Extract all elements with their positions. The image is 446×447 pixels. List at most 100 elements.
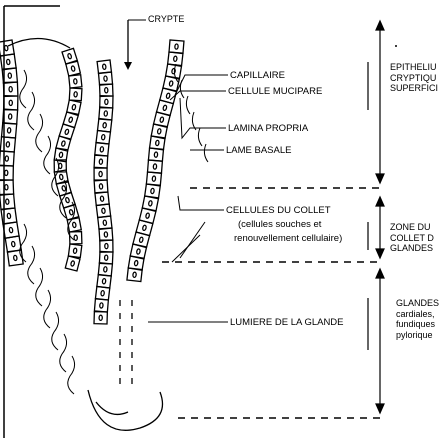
gland-inner-cell xyxy=(94,312,107,324)
gland-wall-cell-nucleus xyxy=(163,105,167,111)
capillary-fibre xyxy=(204,144,208,162)
gland-wall-cell-nucleus xyxy=(136,249,140,255)
lamina-fibre xyxy=(20,70,27,108)
gland-inner-cell xyxy=(95,286,109,300)
capillary-fibre xyxy=(198,128,202,146)
gland-wall xyxy=(88,40,184,430)
left-epithelial-cell-nucleus xyxy=(7,128,11,133)
left-epithelial-cell xyxy=(4,96,18,110)
left-epithelial-cell-nucleus xyxy=(6,59,10,65)
gland-inner-cell xyxy=(94,155,108,168)
gland-wall-cell-nucleus xyxy=(134,260,138,266)
gland-wall-cell-nucleus xyxy=(157,128,161,134)
left-epithelial-cell xyxy=(0,137,15,152)
gland-inner-cell-nucleus xyxy=(102,208,106,214)
left-inner-cell-nucleus xyxy=(71,66,75,72)
gland-inner-cell-nucleus xyxy=(102,278,106,284)
gland-wall-cell-nucleus xyxy=(154,152,158,157)
gland-wall-cell xyxy=(169,40,184,53)
gland-inner-cell-nucleus xyxy=(104,76,108,81)
gland-inner-cell xyxy=(98,263,112,276)
left-epithelial-cell-nucleus xyxy=(5,156,9,161)
left-epithelial-cell-nucleus xyxy=(5,170,8,175)
left-surface-line xyxy=(8,38,70,48)
gland-inner-cell xyxy=(94,168,107,180)
left-inner-cell-nucleus xyxy=(59,152,63,158)
left-inner-cell-nucleus xyxy=(59,174,63,180)
zone-epithelium-line-3: SUPERFICI xyxy=(390,83,446,94)
left-inner-cell-nucleus xyxy=(74,92,78,97)
gland-wall-cell-nucleus xyxy=(173,56,177,62)
gland-wall-cell-nucleus xyxy=(152,176,156,181)
left-epithelial-cell-nucleus xyxy=(13,255,17,261)
lamina-fibre xyxy=(28,246,35,284)
gland-wall-cell-nucleus xyxy=(169,81,173,87)
left-epithelial-cell-nucleus xyxy=(9,227,13,233)
left-epithelial-cell xyxy=(0,151,14,166)
lamina-fibre xyxy=(28,92,35,130)
gland-wall-cell-nucleus xyxy=(133,272,137,278)
left-epithelial-cell-nucleus xyxy=(8,114,12,119)
left-inner-cell-nucleus xyxy=(70,261,74,267)
gland-inner-cell xyxy=(94,299,108,312)
lamina-fibre xyxy=(60,334,67,372)
gland-base-inner xyxy=(96,402,128,414)
gland-inner-cell xyxy=(96,204,110,218)
zone-glandes-line-3: fundiques xyxy=(396,319,446,330)
left-inner-cell-nucleus xyxy=(69,209,74,215)
left-inner-cell-nucleus xyxy=(62,185,66,191)
left-inner-cell xyxy=(68,244,81,258)
zone-collet: ZONE DU COLLET D GLANDES xyxy=(390,222,446,254)
gland-inner-cell xyxy=(99,107,113,120)
zone-glandes-line-4: pylorique xyxy=(396,330,446,341)
left-epithelial-cell-nucleus xyxy=(5,185,8,190)
left-inner-cell-nucleus xyxy=(72,104,76,110)
gland-wall-cell-nucleus xyxy=(151,188,155,194)
left-epithelial-cell xyxy=(3,82,17,96)
gland-inner-cell xyxy=(97,274,111,288)
label-lame-basale: LAME BASALE xyxy=(226,145,291,156)
gland-base-line xyxy=(88,390,163,430)
left-inner-cell xyxy=(69,88,82,101)
capillary-fibre xyxy=(186,96,190,114)
zone-glandes-line-1: GLANDES xyxy=(396,298,446,309)
gland-wall-cell-nucleus xyxy=(139,237,143,243)
gland-inner-cell xyxy=(97,60,111,74)
gland-inner-cell xyxy=(99,251,113,264)
gland-inner-cell-nucleus xyxy=(105,99,108,104)
gland-inner-cell xyxy=(98,72,112,85)
lamina-fibre xyxy=(68,356,75,394)
gland-inner-cell-nucleus xyxy=(104,111,108,116)
gland-inner-cell-nucleus xyxy=(105,88,108,93)
gland-inner-cell xyxy=(95,192,109,205)
gland-inner-cell-nucleus xyxy=(103,220,107,226)
label-leaders xyxy=(148,75,228,322)
lamina-fibre xyxy=(52,312,59,350)
left-epithelial-cell-nucleus xyxy=(4,45,8,51)
gland-inner-cell-nucleus xyxy=(104,267,108,272)
gland-inner-cell xyxy=(94,180,108,193)
gland-inner-cell-nucleus xyxy=(99,315,102,320)
left-epithelial-cell-nucleus xyxy=(7,213,11,219)
gland-inner-cell-nucleus xyxy=(99,171,102,176)
left-epithelial-cell xyxy=(0,166,13,180)
zone-arrows xyxy=(376,21,384,413)
dot-mark xyxy=(395,45,397,47)
left-inner-cell-nucleus xyxy=(59,163,62,168)
gland-inner-cell-nucleus xyxy=(99,159,102,164)
gland-inner-cell-nucleus xyxy=(100,303,104,308)
left-epithelial-cell-nucleus xyxy=(11,241,15,247)
gland-wall-cell xyxy=(157,100,174,116)
left-inner-cell-nucleus xyxy=(65,197,70,203)
gland-wall-cell-nucleus xyxy=(153,164,157,169)
left-inner-cell-nucleus xyxy=(73,248,77,254)
gland-inner-cell xyxy=(98,216,112,229)
left-inner-cell-nucleus xyxy=(73,79,77,85)
gland-inner-cell-nucleus xyxy=(105,243,108,248)
zone-epithelium: EPITHELIU CRYPTIQU SUPERFICI xyxy=(390,62,446,94)
gland-lumen xyxy=(120,300,132,390)
gland-wall-cell-nucleus xyxy=(160,117,164,123)
gland-wall-cell-nucleus xyxy=(166,93,170,99)
left-inner-cell xyxy=(69,75,82,88)
